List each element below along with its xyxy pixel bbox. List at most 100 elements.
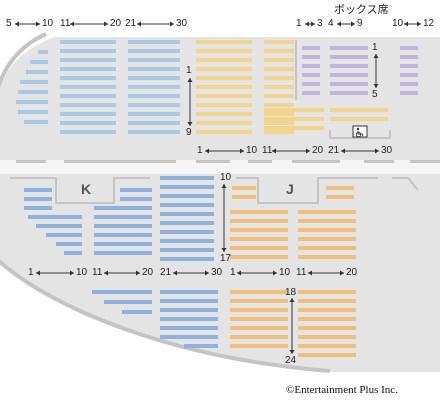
seat-row-39 [196, 112, 252, 116]
arrow-head [104, 270, 108, 276]
seat-row-57 [330, 117, 388, 121]
seat-row-133 [230, 335, 288, 339]
seat-row-118 [92, 290, 152, 294]
seat-row-33 [196, 58, 252, 62]
seat-row-22 [128, 58, 180, 62]
wall-line-1 [16, 160, 46, 163]
arrow-head [305, 21, 309, 27]
seat-row-108 [230, 246, 288, 250]
seat-row-89 [94, 233, 152, 237]
arrow-head [311, 21, 315, 27]
arrow-icon-h11 [341, 148, 379, 154]
seat-row-70 [400, 46, 418, 50]
arrow-head [187, 78, 193, 82]
seat-row-100 [160, 248, 214, 252]
seat-row-135 [298, 290, 356, 294]
arrow-icon-h13 [36, 270, 74, 276]
arrow-head [337, 21, 341, 27]
wall-line-5 [292, 160, 340, 163]
label-lower-10: 10 [76, 267, 88, 278]
seat-row-58 [302, 46, 320, 50]
seat-row-51 [264, 121, 294, 125]
seat-row-132 [230, 326, 288, 330]
seat-row-45 [264, 67, 294, 71]
seat-row-106 [230, 228, 288, 232]
seat-row-62 [302, 82, 320, 86]
label-lower-1: 1 [28, 267, 34, 278]
seat-row-136 [298, 299, 356, 303]
wall-line-3 [196, 160, 230, 163]
wall-line-6 [364, 160, 394, 163]
arrow-head [187, 122, 193, 126]
label-box-row-1: 1 [372, 42, 378, 53]
seat-row-36 [196, 85, 252, 89]
seat-row-5 [18, 90, 48, 94]
seat-row-93 [160, 185, 214, 189]
label-lower-30: 30 [211, 267, 223, 278]
label-mid-1: 1 [197, 145, 203, 156]
wheelchair-box [352, 125, 368, 138]
seat-row-71 [400, 55, 418, 59]
seat-row-44 [264, 58, 294, 62]
seat-row-76 [24, 188, 52, 192]
arrow-head [289, 298, 295, 302]
seat-row-139 [298, 326, 356, 330]
arrow-icon-h14 [104, 270, 140, 276]
seat-row-75 [400, 91, 418, 95]
label-box-10: 10 [392, 18, 404, 29]
upper-arc-wall [0, 32, 47, 89]
wheelchair-head [356, 127, 360, 131]
seat-row-80 [36, 224, 82, 228]
seat-row-77 [24, 197, 52, 201]
seat-row-81 [46, 233, 82, 237]
seat-row-119 [104, 300, 152, 304]
arrow-head [104, 21, 108, 27]
seat-row-19 [60, 130, 116, 134]
arrow-head [373, 84, 379, 88]
seat-row-138 [298, 317, 356, 321]
seat-row-60 [302, 64, 320, 68]
arrow-icon-h1 [15, 21, 40, 27]
seat-row-137 [298, 308, 356, 312]
seat-row-18 [60, 121, 116, 125]
label-top-11: 11 [60, 18, 71, 29]
seat-row-49 [264, 103, 294, 107]
seat-row-13 [60, 76, 116, 80]
label-top-30: 30 [176, 18, 188, 29]
seat-row-14 [60, 85, 116, 89]
label-lower-row-17: 17 [220, 253, 232, 264]
label-upper-row-9: 9 [186, 127, 192, 138]
arrow-head [351, 21, 355, 27]
label-box-4: 4 [328, 18, 334, 29]
seat-row-90 [94, 242, 152, 246]
label-bottom-row-18: 18 [285, 287, 297, 298]
arrow-head [70, 270, 74, 276]
seat-row-2 [30, 60, 48, 64]
label-top-10: 10 [42, 18, 54, 29]
seat-row-117 [298, 255, 356, 259]
seat-row-46 [264, 76, 294, 80]
main-walkway [0, 160, 440, 174]
arrow-icon-v18 [289, 298, 295, 354]
label-mid-21: 21 [328, 145, 340, 156]
arrow-head [375, 148, 379, 154]
arrow-head [306, 148, 310, 154]
seat-row-53 [264, 108, 324, 112]
arrow-layer [15, 21, 421, 354]
seat-row-124 [160, 317, 218, 321]
label-lower-j-1: 1 [230, 267, 236, 278]
seat-row-112 [298, 210, 356, 214]
arrow-head [308, 270, 312, 276]
seat-row-115 [298, 237, 356, 241]
arrow-head [170, 21, 174, 27]
seat-row-41 [196, 130, 252, 134]
seat-row-113 [298, 219, 356, 223]
seat-row-63 [302, 91, 320, 95]
seat-row-29 [128, 121, 180, 125]
seat-row-109 [230, 255, 288, 259]
seat-row-110 [326, 186, 354, 190]
label-box-3: 3 [317, 18, 323, 29]
arrow-icon-h17 [308, 270, 344, 276]
arrow-icon-v8 [187, 78, 193, 126]
